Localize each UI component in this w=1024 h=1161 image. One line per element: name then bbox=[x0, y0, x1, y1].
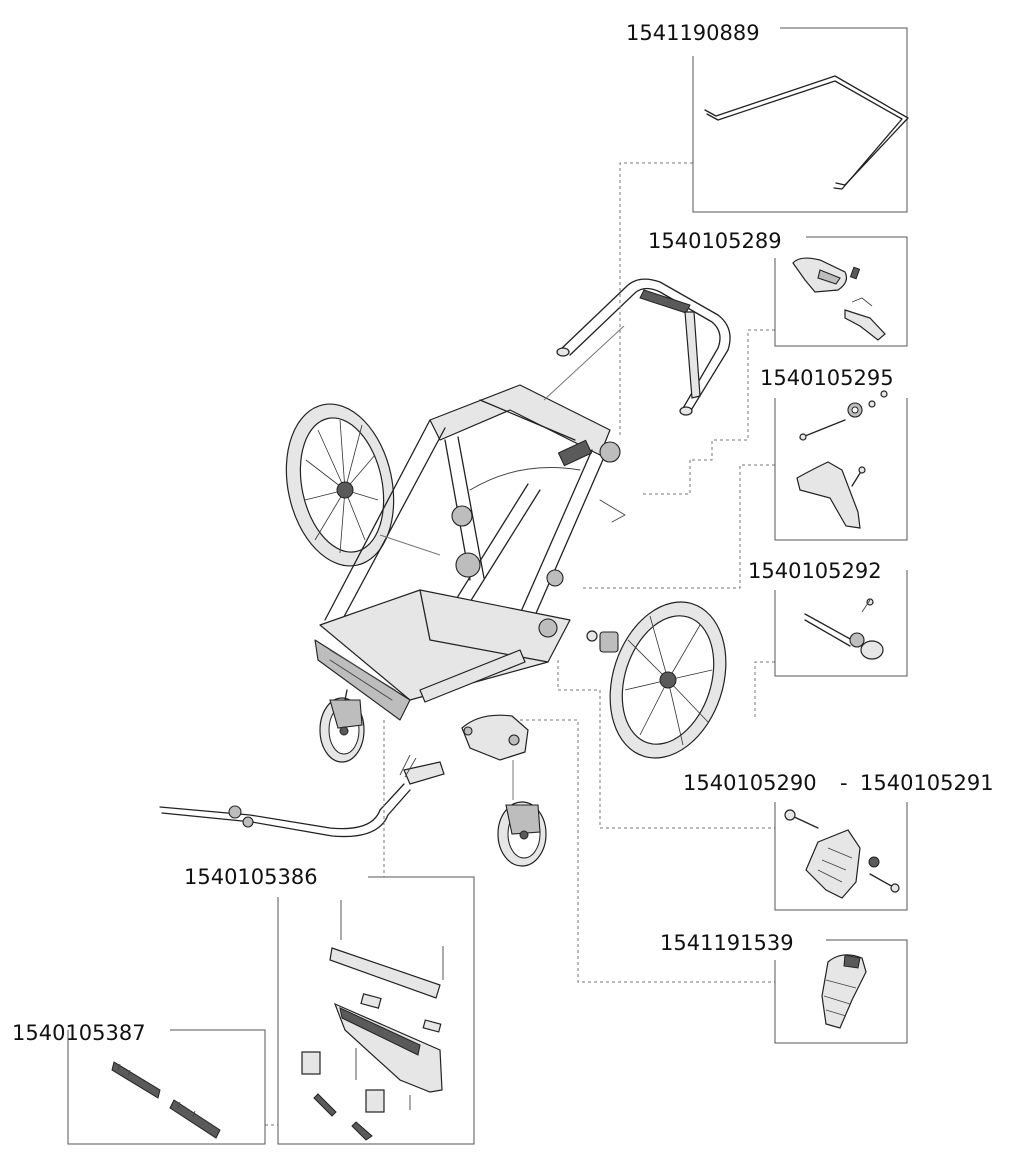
part-number-label: 1540105295 bbox=[760, 366, 894, 390]
handlebar-icon bbox=[556, 278, 731, 416]
part-callout-brake-bracket: 1540105295 bbox=[760, 366, 908, 541]
strap-clip-icon bbox=[792, 257, 886, 341]
frame-tubes-icon bbox=[314, 384, 626, 721]
footrest-kit-icon bbox=[301, 900, 444, 1141]
swivel-mount-icon bbox=[461, 714, 529, 761]
part-callout-footrest-kit: 1540105386 bbox=[184, 865, 475, 1145]
rear-right-wheel-icon bbox=[586, 601, 727, 759]
part-callout-handlebar-clip: 1540105289 bbox=[648, 229, 908, 347]
reflector-icon bbox=[111, 1061, 221, 1139]
part-callout-axle-bolt: 1540105292 bbox=[748, 559, 908, 677]
rear-left-wheel-icon bbox=[285, 403, 395, 567]
part-number-separator: - bbox=[840, 771, 848, 795]
part-number-label: 1540105289 bbox=[648, 229, 782, 253]
part-number-label: 1541191539 bbox=[660, 931, 794, 955]
part-number-label: 1541190889 bbox=[626, 21, 760, 45]
bracket-bolt-icon bbox=[796, 390, 888, 529]
front-swivel-wheel-left-icon bbox=[319, 689, 365, 763]
part-callout-hinge: 1540105290 - 1540105291 bbox=[683, 771, 994, 911]
part-number-label: 1540105387 bbox=[12, 1021, 146, 1045]
axle-bolt-icon bbox=[804, 598, 884, 660]
tow-arm-icon bbox=[159, 754, 445, 838]
part-number-label: 1540105291 bbox=[860, 771, 994, 795]
stroller-frame-assembly bbox=[159, 278, 731, 867]
part-callout-swivel-lock: 1541191539 bbox=[660, 931, 908, 1044]
part-callout-reflectors: 1540105387 bbox=[12, 1021, 266, 1145]
canopy-bar-icon bbox=[704, 75, 909, 190]
part-number-label: 1540105292 bbox=[748, 559, 882, 583]
part-number-label: 1540105290 bbox=[683, 771, 817, 795]
front-swivel-wheel-right-icon bbox=[497, 760, 547, 867]
swivel-lock-icon bbox=[821, 954, 867, 1029]
hinge-icon bbox=[784, 809, 900, 899]
leader-lines bbox=[265, 162, 775, 1126]
part-callout-canopy-bar: 1541190889 bbox=[626, 21, 909, 213]
part-number-label: 1540105386 bbox=[184, 865, 318, 889]
